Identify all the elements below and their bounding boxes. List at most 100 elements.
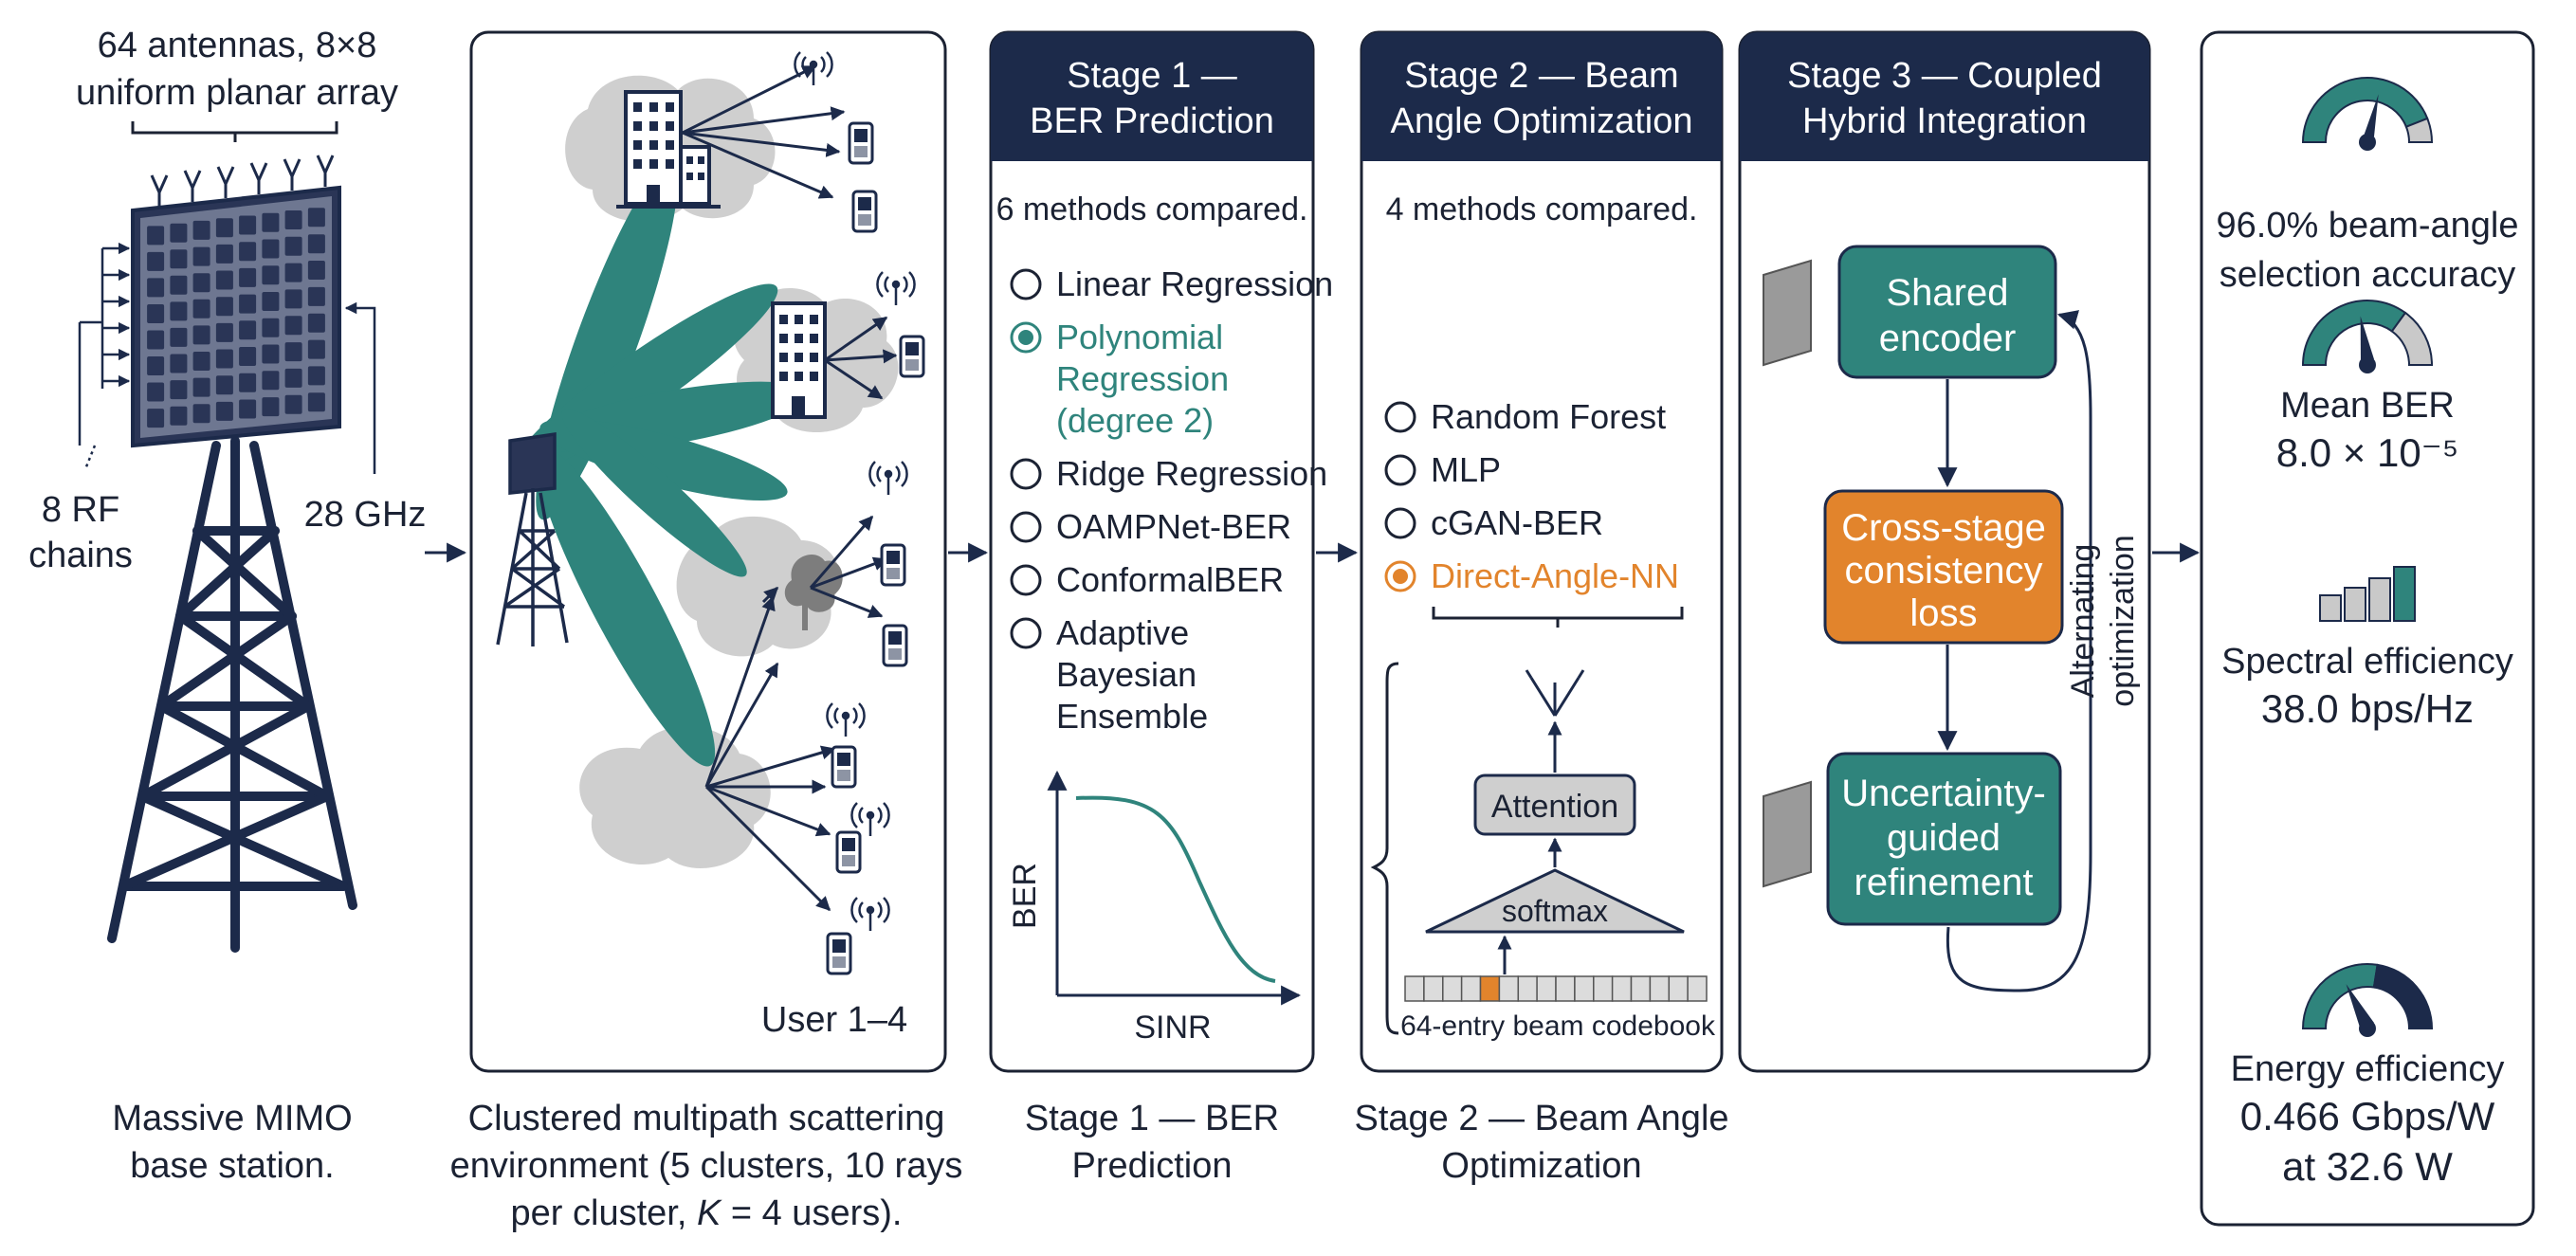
gauge-icon <box>2301 963 2434 1037</box>
env-caption-line3-pre: per cluster, <box>511 1193 697 1233</box>
box3-line2: guided <box>1887 817 2001 859</box>
codebook-cell <box>1404 975 1425 1002</box>
method-label: cGAN-BER <box>1431 503 1603 542</box>
method-label: OAMPNet-BER <box>1056 507 1291 546</box>
building-icon <box>616 90 721 209</box>
array-element <box>307 366 325 386</box>
array-element <box>170 406 188 426</box>
phone-icon <box>882 624 908 667</box>
output-arrows <box>1529 677 1580 717</box>
shared-encoder-box <box>1837 245 2057 379</box>
planar-array-panel <box>131 185 341 448</box>
array-element <box>307 261 325 280</box>
radio-button-icon <box>1010 564 1042 596</box>
codebook-cell <box>1668 975 1689 1002</box>
stage2-caption-line2: Optimization <box>1441 1146 1641 1186</box>
env-caption-line3: per cluster, K = 4 users). <box>511 1193 903 1233</box>
phone-icon <box>826 932 852 975</box>
codebook-cell <box>1649 975 1671 1002</box>
box1-line2: encoder <box>1879 318 2017 359</box>
rf-chain-arrows <box>78 242 131 470</box>
array-element <box>147 356 165 375</box>
method-label: Regression <box>1056 359 1229 398</box>
methods-brace <box>1432 607 1684 628</box>
beam-lobes <box>511 162 809 767</box>
stage2-caption-line1: Stage 2 — Beam Angle <box>1354 1099 1728 1138</box>
array-element <box>170 249 188 269</box>
radio-button-icon <box>1384 454 1416 486</box>
stage1-panel: Stage 1 — BER Prediction 6 methods compa… <box>989 30 1333 1073</box>
array-element <box>284 263 302 282</box>
method-label: Random Forest <box>1431 397 1666 436</box>
array-element <box>192 299 210 319</box>
array-element <box>147 382 165 402</box>
stage1-caption-line2: Prediction <box>1072 1146 1233 1186</box>
array-element <box>284 289 302 309</box>
env-caption-line3-var: K <box>697 1193 722 1233</box>
ber-curve <box>1075 795 1276 983</box>
cross-stage-loss-box <box>1823 489 2064 645</box>
array-element <box>262 371 280 391</box>
array-element <box>192 404 210 424</box>
metric-line2: 0.466 Gbps/W <box>2240 1094 2495 1138</box>
method-label: Ensemble <box>1056 697 1208 736</box>
array-element <box>284 316 302 336</box>
array-element <box>239 320 257 340</box>
plot-ylabel: BER <box>1007 863 1043 929</box>
array-element <box>262 212 280 232</box>
selected-codebook-cell <box>1479 975 1501 1002</box>
array-element <box>215 322 233 342</box>
array-element <box>239 373 257 392</box>
array-bracket <box>131 121 338 142</box>
attention-label: Attention <box>1491 789 1618 825</box>
stage1-intro: 6 methods compared. <box>996 191 1308 228</box>
method-option: Random Forest <box>1384 397 1666 436</box>
bar-chart-icon <box>2319 566 2416 622</box>
array-element <box>239 215 257 235</box>
method-label: Ridge Regression <box>1056 454 1327 493</box>
env-caption-line3-post: = 4 users). <box>721 1193 902 1233</box>
box2-line3: loss <box>1909 592 1977 634</box>
rf-label-line2: chains <box>28 536 133 575</box>
array-element <box>239 242 257 262</box>
softmax-label: softmax <box>1502 894 1608 928</box>
codebook-cell <box>1423 975 1444 1002</box>
method-option: OAMPNet-BER <box>1010 507 1291 546</box>
method-option: Ridge Regression <box>1010 454 1327 493</box>
radio-button-icon <box>1010 617 1042 649</box>
codebook-cell <box>1630 975 1652 1002</box>
method-label: ConformalBER <box>1056 560 1284 599</box>
stage3-panel: Stage 3 — Coupled Hybrid Integration Sha… <box>1738 30 2151 1073</box>
method-label: MLP <box>1431 450 1501 489</box>
codebook-cell <box>1555 975 1576 1002</box>
freq-label: 28 GHz <box>304 495 427 535</box>
array-element <box>307 208 325 228</box>
array-element <box>192 325 210 345</box>
array-element <box>147 409 165 428</box>
metric-line3: at 32.6 W <box>2282 1144 2453 1189</box>
attention-box <box>1473 774 1636 836</box>
array-label-line2: uniform planar array <box>76 73 398 113</box>
signal-icon <box>876 271 916 305</box>
codebook-cell <box>1442 975 1463 1002</box>
stage1-method-list: Linear RegressionPolynomialRegression(de… <box>1010 264 1333 736</box>
stage3-header-line1: Stage 3 — Coupled <box>1787 56 2102 96</box>
array-element <box>215 218 233 238</box>
metric-line2: 38.0 bps/Hz <box>2261 686 2474 731</box>
stage1-header-line2: BER Prediction <box>1030 101 1274 141</box>
codebook-cell <box>1593 975 1614 1002</box>
user-devices <box>794 51 925 975</box>
phone-icon <box>880 543 906 587</box>
array-element <box>170 380 188 400</box>
radio-button-icon <box>1010 458 1042 490</box>
array-element <box>215 270 233 290</box>
box3-line1: Uncertainty- <box>1841 773 2046 814</box>
uncertainty-refinement-box <box>1826 752 2062 926</box>
radio-button-icon <box>1010 268 1042 300</box>
signal-icon <box>850 802 890 836</box>
array-label-line1: 64 antennas, 8×8 <box>98 26 377 65</box>
